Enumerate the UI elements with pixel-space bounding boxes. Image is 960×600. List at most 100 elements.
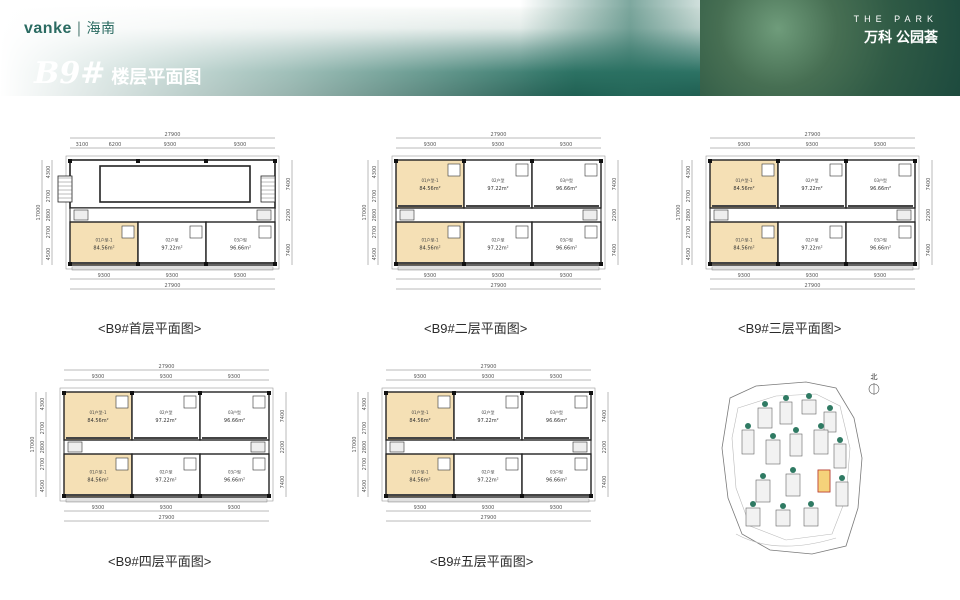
dim-right-part: 7400 <box>286 178 292 191</box>
structural-column <box>130 494 134 498</box>
dim-left-part: 4500 <box>362 480 368 493</box>
unit-type-label: 03户型 <box>560 177 573 183</box>
plan-outline <box>391 155 606 270</box>
north-arrow: 北 <box>868 372 880 398</box>
structural-column <box>599 159 603 163</box>
unit-window <box>456 494 520 496</box>
structural-column <box>776 262 780 266</box>
page-title: B9#楼层平面图 <box>34 56 201 91</box>
stair-core-left <box>67 441 83 453</box>
dim-left-total: 17000 <box>676 205 682 221</box>
unit-window <box>534 262 599 264</box>
structural-column <box>136 262 140 266</box>
title-text: 楼层平面图 <box>111 67 202 87</box>
corridor <box>709 207 916 223</box>
stair-core-left <box>713 209 729 221</box>
unit-area-label: 96.66m² <box>556 186 577 192</box>
dim-left-part: 2800 <box>686 209 692 222</box>
structural-column <box>62 391 66 395</box>
structural-column <box>462 159 466 163</box>
unit-type-label: 01户型-1 <box>89 409 107 415</box>
unit-bathroom <box>115 457 129 471</box>
unit-window <box>388 494 452 496</box>
unit-area-label: 97.22m² <box>487 246 508 252</box>
dim-bottom-total: 27900 <box>481 515 497 521</box>
structural-column <box>452 494 456 498</box>
dim-bottom-bay: 9300 <box>482 505 495 511</box>
stair-core-left <box>399 209 415 221</box>
dim-left-total: 17000 <box>352 437 358 453</box>
site-map <box>716 378 866 561</box>
unit-window <box>712 205 776 207</box>
title-code: B9# <box>34 56 106 91</box>
unit-bathroom <box>447 163 461 177</box>
dim-right-part: 7400 <box>612 178 618 191</box>
unit-window <box>140 262 204 264</box>
structural-column <box>520 391 524 395</box>
caption-floor-1: <B9#首层平面图> <box>98 321 202 336</box>
unit-window <box>534 205 599 207</box>
dim-bottom-bay: 9300 <box>92 505 105 511</box>
unit-bathroom <box>189 225 203 239</box>
dim-left-part: 2700 <box>46 226 52 239</box>
structural-column <box>204 262 208 266</box>
dim-top-total: 27900 <box>165 132 181 138</box>
brand-city: 海南 <box>86 20 116 36</box>
structural-column <box>776 159 780 163</box>
dim-left-part: 4300 <box>46 166 52 179</box>
structural-column <box>589 391 593 395</box>
dim-right-part: 7400 <box>612 244 618 257</box>
unit-type-label: 01户型-1 <box>735 177 753 183</box>
dim-left-part: 4500 <box>46 248 52 261</box>
unit-bathroom <box>574 457 588 471</box>
unit-bathroom <box>584 163 598 177</box>
unit-window <box>66 494 130 496</box>
unit-window <box>202 437 267 439</box>
dim-right-part: 7400 <box>602 410 608 423</box>
dim-top-bay: 9300 <box>164 142 177 148</box>
plan-outline <box>59 387 274 502</box>
unit-type-label: 01户型-1 <box>411 409 429 415</box>
project-logo-en: THE PARK <box>853 14 938 24</box>
unit-window <box>466 205 530 207</box>
unit-type-label: 02户型 <box>481 469 494 475</box>
unit-type-label: 02户型 <box>165 237 178 243</box>
unit-window <box>712 262 776 264</box>
dim-bottom-total: 27900 <box>165 283 181 289</box>
balcony-edge <box>397 266 600 271</box>
dim-top-bay: 9300 <box>492 142 505 148</box>
caption-floor-4: <B9#四层平面图> <box>108 554 212 569</box>
structural-column <box>599 262 603 266</box>
structural-column <box>198 391 202 395</box>
structural-column <box>589 494 593 498</box>
corridor <box>63 439 270 455</box>
dim-left-part: 2700 <box>372 226 378 239</box>
dim-left-part: 4300 <box>686 166 692 179</box>
dim-left-part: 2800 <box>372 209 378 222</box>
dim-right-part: 7400 <box>280 410 286 423</box>
unit-area-label: 84.56m² <box>733 186 754 192</box>
unit-type-label: 02户型 <box>491 237 504 243</box>
structural-column <box>708 159 712 163</box>
dim-left-part: 4300 <box>40 398 46 411</box>
dim-left-part: 2700 <box>40 422 46 435</box>
dim-top-bay: 9300 <box>550 374 563 380</box>
structural-column <box>204 159 208 163</box>
ground-courtyard <box>99 165 251 203</box>
unit-bathroom <box>183 457 197 471</box>
dim-bottom-bay: 9300 <box>98 273 111 279</box>
unit-area-label: 96.66m² <box>224 418 245 424</box>
structural-column <box>273 262 277 266</box>
dim-bottom-bay: 9300 <box>738 273 751 279</box>
structural-column <box>273 159 277 163</box>
dim-left-part: 2700 <box>686 190 692 203</box>
unit-bathroom <box>829 225 843 239</box>
dim-top-bay: 9300 <box>92 374 105 380</box>
balcony-edge <box>65 498 268 503</box>
unit-area-label: 96.66m² <box>224 478 245 484</box>
dim-bottom-bay: 9300 <box>424 273 437 279</box>
corridor <box>385 439 592 455</box>
structural-column <box>68 159 72 163</box>
